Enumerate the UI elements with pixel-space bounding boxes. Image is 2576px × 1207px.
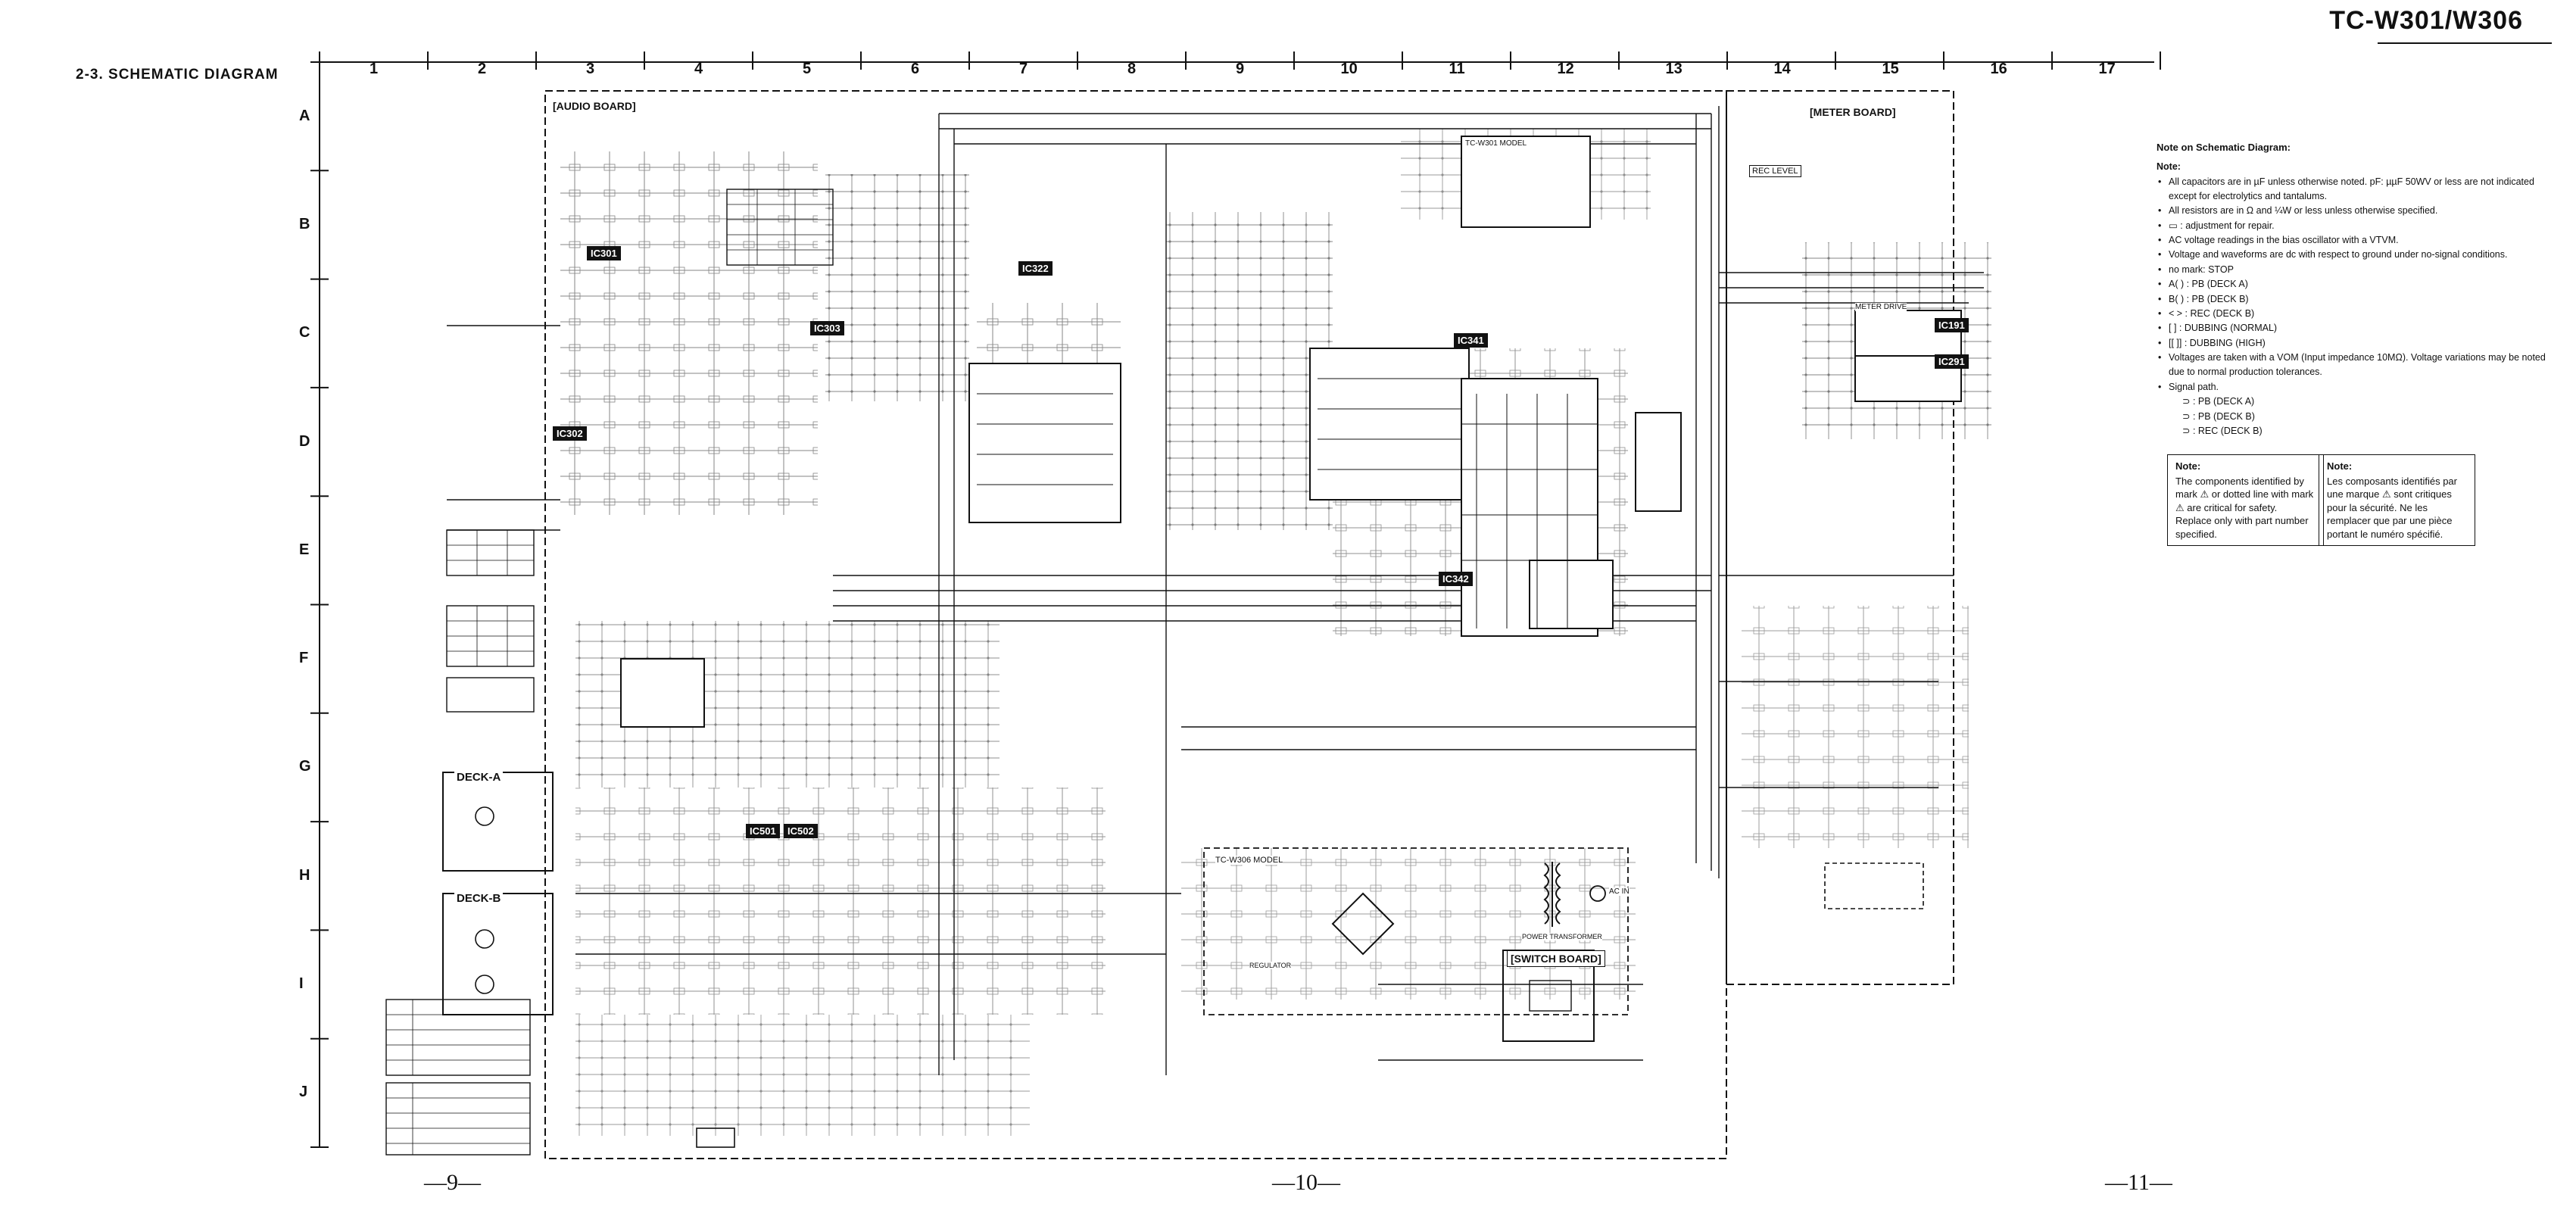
power-transformer-label: POWER TRANSFORMER [1522,933,1602,940]
signal-path-item: ⊃ : REC (DECK B) [2182,425,2263,436]
ic-label-ic502: IC502 [784,824,818,838]
deck-b-label: DECK-B [454,892,504,905]
ic-label-ic322: IC322 [1018,261,1053,276]
tc-w306-section [1461,136,1591,228]
grid-column-label: 5 [802,61,812,77]
schematic-notes: Note on Schematic Diagram: Note: All cap… [2157,140,2550,438]
caution-fr-text: Les composants identifiés par une marque… [2327,475,2457,540]
deck-a-label: DECK-A [454,771,504,784]
ic-label-ic501: IC501 [746,824,780,838]
ic322-block [968,363,1121,523]
ic-label-ic191: IC191 [1935,318,1969,332]
ic-label-ic302: IC302 [553,426,587,441]
note-item: [ ] : DUBBING (NORMAL) [2157,321,2550,336]
page-number-left: —9— [424,1170,481,1195]
note-item: A( ) : PB (DECK A) [2157,277,2550,292]
ic191-block [1854,310,1962,357]
grid-column-label: 16 [1990,61,2007,77]
ic-label-ic301: IC301 [587,246,621,260]
notes-title: Note on Schematic Diagram: [2157,142,2291,153]
ic342-switch [1529,560,1614,629]
grid-column-label: 6 [910,61,920,77]
grid-column-label: 3 [585,61,595,77]
grid-column-label: 12 [1557,61,1574,77]
note-item: ▭ : adjustment for repair. [2157,219,2550,234]
model-title: TC-W301/W306 [2329,6,2523,35]
power-transformer [1543,862,1561,927]
grid-column-label: 2 [477,61,487,77]
ac-in-plug [1589,885,1606,902]
caution-fr-title: Note: [2327,460,2353,472]
note-item: AC voltage readings in the bias oscillat… [2157,233,2550,248]
tc-w301-model-label: TC-W301 MODEL [1465,139,1527,148]
bridge-rectifier [1331,892,1395,956]
grid-column-label: 10 [1340,61,1358,77]
grid-column-label: 15 [1882,61,1899,77]
grid-column-label: 13 [1665,61,1683,77]
meter-board-label: [METER BOARD] [1810,106,1896,118]
notes-list: All capacitors are in µF unless otherwis… [2157,175,2550,395]
ic-label-ic291: IC291 [1935,354,1969,369]
signal-path-legend: ⊃ : PB (DECK A) ⊃ : PB (DECK B) ⊃ : REC (D… [2157,395,2550,438]
switch-board-label: [SWITCH BOARD] [1507,950,1605,967]
notes-heading: Note: [2157,161,2181,173]
page-number-right: —11— [2105,1170,2172,1195]
grid-column-label: 14 [1773,61,1791,77]
grid-row-label: F [299,650,309,667]
note-item: B( ) : PB (DECK B) [2157,292,2550,307]
note-item: Voltage and waveforms are dc with respec… [2157,248,2550,263]
note-item: < > : REC (DECK B) [2157,307,2550,322]
grid-row-label: J [299,1084,308,1101]
meter-drive-label: METER DRIVE [1855,303,1907,311]
meter-board-outline [1726,90,1954,985]
ac-in-label: AC IN [1609,887,1629,896]
deck-b-block [442,893,554,1015]
caution-en-title: Note: [2175,460,2201,472]
ic-label-ic303: IC303 [810,321,844,335]
grid-row-label: I [299,975,304,993]
grid-row-label: A [299,107,310,124]
note-item: All capacitors are in µF unless otherwis… [2157,175,2550,204]
deck-a-block [442,772,554,872]
title-rule [2378,42,2552,44]
grid-row-label: E [299,541,310,558]
grid-column-label: 7 [1018,61,1028,77]
grid-column-label: 17 [2098,61,2116,77]
note-item: Signal path. [2157,380,2550,395]
grid-column-label: 11 [1449,61,1465,77]
grid-row-label: D [299,432,310,450]
ic342-block [1635,412,1682,512]
audio-board-label: [AUDIO BOARD] [553,100,636,112]
grid-row-label: H [299,866,310,884]
grid-column-label: 4 [694,61,703,77]
tc-w306-model-label: TC-W306 MODEL [1215,856,1283,865]
grid-row-label: G [299,758,311,775]
ic501-bias-block [620,658,705,728]
note-item: All resistors are in Ω and ¼W or less un… [2157,204,2550,219]
caution-note-english: Note: The components identified by mark … [2167,454,2324,547]
page-number-middle: —10— [1272,1170,1340,1195]
grid-column-label: 9 [1235,61,1245,77]
note-item: no mark: STOP [2157,263,2550,278]
grid-row-label: B [299,215,310,232]
regulator-label: REGULATOR [1249,962,1292,969]
caution-note-french: Note: Les composants identifiés par une … [2319,454,2475,547]
note-item: [[ ]] : DUBBING (HIGH) [2157,336,2550,351]
caution-en-text: The components identified by mark ⚠ or d… [2175,475,2314,540]
section-title: 2-3. SCHEMATIC DIAGRAM [76,67,279,83]
signal-path-item: ⊃ : PB (DECK A) [2182,396,2255,407]
ic-label-ic341: IC341 [1454,333,1488,348]
note-item: Voltages are taken with a VOM (Input imp… [2157,351,2550,380]
power-supply-outline [1203,847,1629,1015]
ic-label-ic342: IC342 [1439,572,1473,586]
ic341-block [1309,348,1470,501]
grid-column-label: 1 [369,61,379,77]
rec-level-label: REC LEVEL [1749,165,1801,177]
grid-column-label: 8 [1127,61,1137,77]
signal-path-item: ⊃ : PB (DECK B) [2182,410,2255,422]
grid-row-label: C [299,324,310,342]
